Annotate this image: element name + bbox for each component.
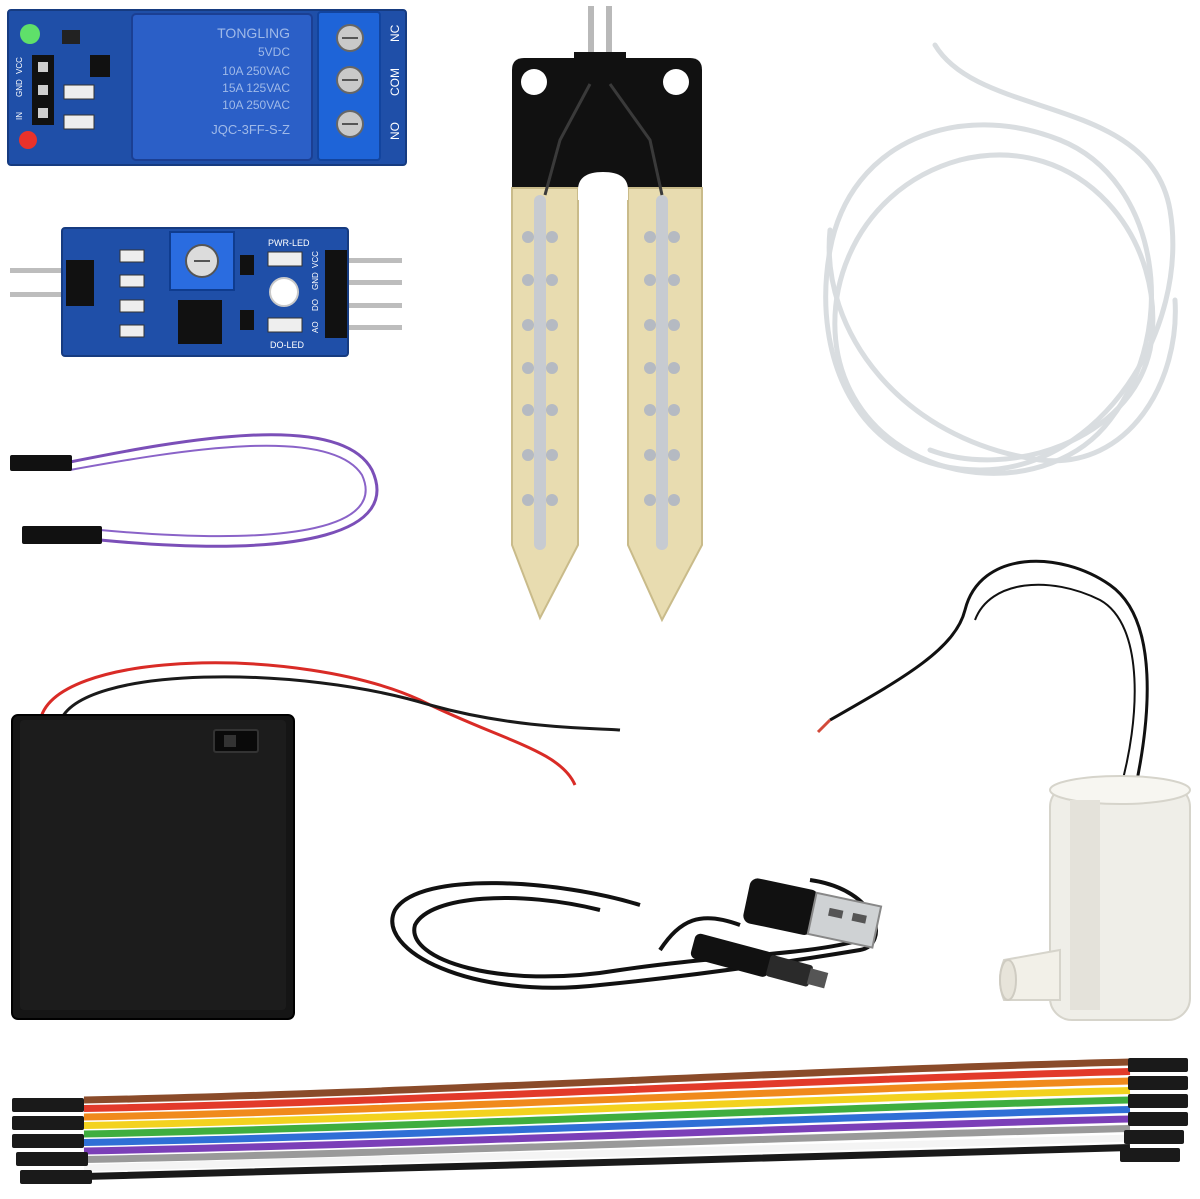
probe-dot bbox=[668, 274, 680, 286]
ribbon-strand bbox=[83, 1096, 1131, 1138]
probe-dot bbox=[522, 404, 534, 416]
usb-cable bbox=[390, 878, 883, 990]
dupont-connector-1 bbox=[10, 455, 72, 471]
ribbon-strand bbox=[83, 1106, 1131, 1146]
battery-box bbox=[11, 714, 295, 1020]
probe-dot bbox=[644, 231, 656, 243]
relay-brand-text: TONGLING bbox=[217, 25, 290, 41]
probe-dot bbox=[644, 362, 656, 374]
probe-dot bbox=[546, 319, 558, 331]
relay-model-text: JQC-3FF-S-Z bbox=[211, 122, 290, 137]
module-pin-label-do: DO bbox=[311, 299, 320, 311]
probe-dot bbox=[522, 449, 534, 461]
ribbon-strand bbox=[83, 1077, 1131, 1121]
probe-dot bbox=[644, 319, 656, 331]
probe-dot bbox=[546, 449, 558, 461]
do-led-label: DO-LED bbox=[270, 340, 305, 350]
probe-dot bbox=[644, 449, 656, 461]
usb-a-plug bbox=[743, 878, 883, 949]
terminal-label-no: NO bbox=[388, 122, 402, 140]
dc-barrel-plug bbox=[690, 933, 829, 989]
probe-dot bbox=[668, 404, 680, 416]
probe-dot bbox=[522, 494, 534, 506]
pwr-led-label: PWR-LED bbox=[268, 238, 310, 248]
relay-pin-label-vcc: VCC bbox=[15, 57, 24, 74]
relay-voltage-text: 5VDC bbox=[258, 45, 290, 59]
ribbon-dupont-connectors-right bbox=[1120, 1058, 1188, 1162]
ribbon-strand bbox=[83, 1125, 1131, 1163]
pump-black-wire bbox=[816, 559, 1149, 791]
probe-dot bbox=[546, 231, 558, 243]
ribbon-dupont-connectors-left bbox=[12, 1098, 92, 1184]
green-led bbox=[20, 24, 40, 44]
probe-dot bbox=[668, 319, 680, 331]
probe-dot bbox=[546, 404, 558, 416]
relay-pin-label-gnd: GND bbox=[15, 79, 24, 97]
dupont-connector-2 bbox=[22, 526, 102, 544]
red-led bbox=[19, 131, 37, 149]
relay-header-pins bbox=[32, 55, 54, 125]
ribbon-strand bbox=[83, 1087, 1131, 1129]
probe-dot bbox=[668, 231, 680, 243]
probe-dot bbox=[668, 362, 680, 374]
probe-dot bbox=[522, 274, 534, 286]
module-pin-label-vcc: VCC bbox=[311, 251, 320, 268]
probe-dot bbox=[644, 274, 656, 286]
mini-water-pump bbox=[999, 775, 1191, 1021]
probe-dot bbox=[546, 494, 558, 506]
probe-dot bbox=[668, 449, 680, 461]
moisture-sensor-module: PWR-LED DO-LED VCC GND DO AO bbox=[10, 227, 402, 357]
ribbon-strand bbox=[83, 1058, 1131, 1104]
comparator-chip bbox=[178, 300, 222, 344]
terminal-label-nc: NC bbox=[388, 24, 402, 42]
terminal-label-com: COM bbox=[388, 68, 402, 96]
probe-dot bbox=[522, 362, 534, 374]
module-pin-label-ao: AO bbox=[311, 321, 320, 333]
battery-box-leads bbox=[38, 661, 621, 786]
probe-dot bbox=[522, 231, 534, 243]
purple-jumper-wire bbox=[10, 433, 379, 548]
relay-rating-1-text: 10A 250VAC bbox=[222, 64, 290, 78]
module-pin-label-gnd: GND bbox=[311, 272, 320, 290]
probe-dot bbox=[546, 274, 558, 286]
relay-rating-2-text: 15A 125VAC bbox=[222, 81, 290, 95]
relay-rating-3-text: 10A 250VAC bbox=[222, 98, 290, 112]
relay-cube bbox=[131, 13, 313, 161]
probe-dot bbox=[522, 319, 534, 331]
probe-dot bbox=[644, 494, 656, 506]
ribbon-strand bbox=[83, 1144, 1131, 1180]
probe-dot bbox=[668, 494, 680, 506]
ribbon-strand bbox=[83, 1134, 1131, 1172]
probe-dot bbox=[546, 362, 558, 374]
ribbon-strand bbox=[83, 1115, 1131, 1155]
relay-pin-label-in: IN bbox=[15, 112, 24, 120]
rainbow-ribbon-cable bbox=[83, 1058, 1131, 1180]
silicone-tube-coil bbox=[823, 42, 1178, 476]
relay-module: VCC GND IN TONGLING 5VDC 10A 250VAC 15A … bbox=[7, 9, 407, 166]
ribbon-strand bbox=[83, 1068, 1131, 1112]
probe-electrode-dots bbox=[522, 231, 680, 506]
probe-dot bbox=[644, 404, 656, 416]
soil-moisture-probe bbox=[511, 6, 703, 623]
